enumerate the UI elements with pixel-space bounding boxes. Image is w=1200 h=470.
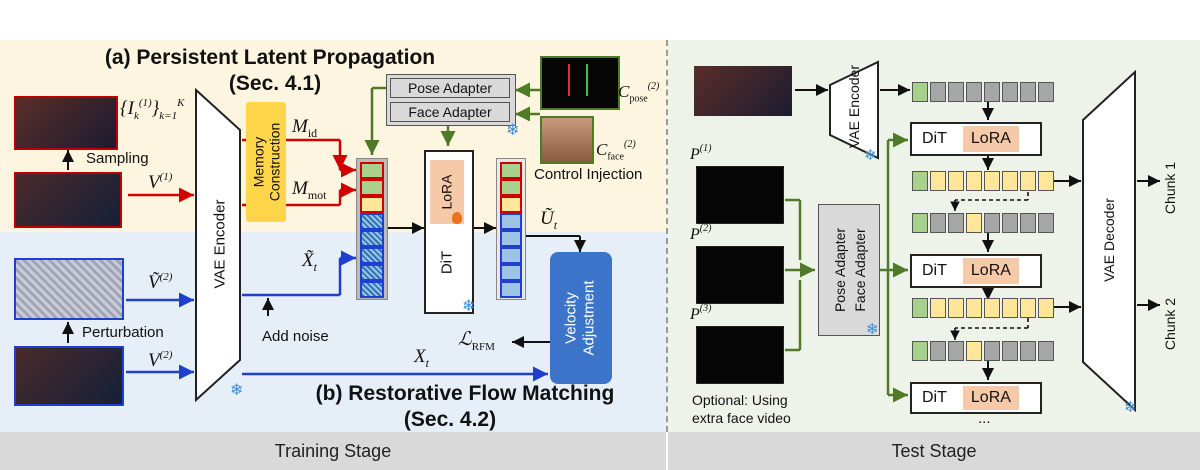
label-p1: P(1): [690, 143, 712, 163]
out-token: [500, 179, 522, 196]
title-sec-4-1: (Sec. 4.1): [228, 72, 322, 95]
test-vae-decoder-shape: [1082, 69, 1136, 413]
test-pose-adapter-label: Pose Adapter: [832, 227, 848, 313]
label-l-rfm: ℒRFM: [458, 329, 495, 353]
pose-adapter-box: Pose Adapter: [390, 78, 510, 98]
video-v2-thumbnail: [14, 346, 124, 406]
test-dit-block-1: DiT LoRA: [910, 122, 1042, 156]
perturbed-video-thumbnail: [14, 258, 124, 320]
sampled-frames-thumbnail: [14, 96, 118, 150]
label-add-noise: Add noise: [262, 328, 329, 345]
panel-divider: [666, 40, 668, 432]
pose-skeleton-icon: [568, 64, 588, 96]
out-token: [500, 230, 522, 247]
adapters-frozen-icon: ❄: [506, 122, 520, 139]
label-perturbation: Perturbation: [82, 324, 164, 341]
token-noisy: [360, 264, 384, 281]
test-face-adapter-label: Face Adapter: [852, 228, 868, 312]
test-vae-encoder-label: VAE Encoder: [846, 64, 862, 148]
pose-seq-3-thumbnail: [696, 326, 784, 384]
dit-frozen-icon: ❄: [462, 298, 476, 315]
label-chunk-1: Chunk 1: [1162, 161, 1178, 215]
video-v1-thumbnail: [14, 172, 122, 228]
test-decoder-frozen-icon: ❄: [1124, 399, 1137, 416]
out-token: [500, 264, 522, 281]
label-v2-tilde: Ṽ(2): [148, 271, 173, 293]
vae-encoder-label: VAE Encoder: [211, 199, 229, 289]
dit-label: DiT: [438, 250, 456, 275]
token-row-chunk2-out: [912, 298, 1054, 318]
out-token: [500, 196, 522, 213]
pose-control-thumbnail: [540, 56, 620, 110]
label-xt: Xt: [414, 346, 429, 370]
test-encoder-frozen-icon: ❄: [864, 147, 877, 164]
face-adapter-box: Face Adapter: [390, 102, 510, 122]
title-sec-4-2: (Sec. 4.2): [403, 408, 497, 431]
token-noisy: [360, 213, 384, 230]
label-m-id: Mid: [292, 116, 318, 140]
token-row-latent: [912, 82, 1054, 102]
token-row-chunk3-in: [912, 341, 1054, 361]
pose-seq-2-thumbnail: [696, 246, 784, 304]
training-stage-label: Training Stage: [0, 432, 666, 470]
label-sampled-set: {Ik(1)}k=1K: [120, 97, 185, 122]
label-optional: Optional: Using: [692, 392, 788, 408]
pose-seq-1-thumbnail: [696, 166, 784, 224]
fire-icon: [452, 212, 462, 224]
label-c-face: Cface(2): [596, 139, 636, 163]
label-optional-2: extra face video: [692, 410, 791, 426]
token-id: [360, 162, 384, 179]
test-dit-block-2: DiT LoRA: [910, 254, 1042, 288]
test-adapters-frozen-icon: ❄: [866, 321, 879, 338]
label-sampling: Sampling: [86, 150, 149, 167]
token-id: [360, 179, 384, 196]
test-vae-encoder-shape: [829, 60, 879, 160]
test-vae-decoder-label: VAE Decoder: [1101, 198, 1117, 282]
label-v2: V(2): [148, 349, 173, 371]
test-adapters-group: [818, 204, 880, 336]
memory-construction-block: Memory Construction: [246, 102, 286, 222]
vae-encoder-shape: [195, 87, 241, 403]
label-xt-tilde: X̃t: [302, 250, 317, 274]
label-p2: P(2): [690, 223, 712, 243]
test-ellipsis: ...: [978, 410, 991, 427]
label-ut: Ũt: [540, 208, 558, 232]
out-token: [500, 213, 522, 230]
face-control-thumbnail: [540, 116, 594, 164]
test-reference-thumbnail: [694, 66, 792, 116]
title-persistent-latent-propagation: (a) Persistent Latent Propagation: [104, 46, 436, 69]
test-stage-label: Test Stage: [668, 432, 1200, 470]
token-noisy: [360, 281, 384, 298]
token-row-chunk2-in: [912, 213, 1054, 233]
token-noisy: [360, 230, 384, 247]
label-m-mot: Mmot: [292, 178, 327, 202]
out-token: [500, 281, 522, 298]
token-mot: [360, 196, 384, 213]
label-p3: P(3): [690, 303, 712, 323]
test-dit-block-3: DiT LoRA: [910, 382, 1042, 414]
out-token: [500, 247, 522, 264]
label-c-pose: Cpose(2): [618, 81, 660, 105]
token-row-chunk1-out: [912, 171, 1054, 191]
label-control-injection: Control Injection: [534, 166, 643, 183]
label-v1: V(1): [148, 171, 173, 193]
token-noisy: [360, 247, 384, 264]
label-chunk-2: Chunk 2: [1162, 297, 1178, 351]
out-token: [500, 162, 522, 179]
title-restorative-flow-matching: (b) Restorative Flow Matching: [315, 382, 615, 405]
vae-encoder-frozen-icon: ❄: [230, 382, 244, 399]
velocity-adjustment-block: Velocity Adjustment: [550, 252, 612, 384]
